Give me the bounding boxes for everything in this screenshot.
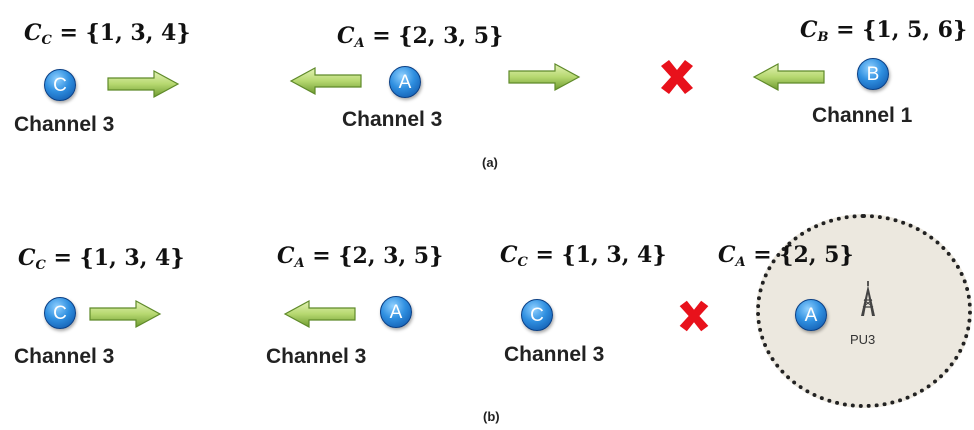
caption-a: (a) — [482, 155, 498, 170]
set-values: = {2, 5} — [745, 242, 854, 268]
node-a: A — [380, 296, 412, 328]
channel-label-c: Channel 3 — [504, 343, 605, 366]
set-symbol: C — [337, 23, 355, 49]
set-subscript: B — [817, 30, 829, 45]
node-a: A — [389, 66, 421, 98]
set-values: = {2, 3, 5} — [364, 23, 504, 49]
channel-label-a: Channel 3 — [342, 108, 443, 131]
set-subscript: C — [41, 33, 52, 48]
channel-set-cc: CC = {1, 3, 4} — [500, 244, 666, 269]
set-symbol: C — [800, 17, 818, 43]
channel-set-cb: CB = {1, 5, 6} — [800, 19, 967, 44]
node-c: C — [44, 69, 76, 101]
set-subscript: C — [35, 258, 46, 273]
arrow-right-icon — [107, 69, 180, 99]
red-x-icon — [661, 60, 693, 94]
node-letter: B — [866, 63, 880, 85]
arrow-right-icon — [89, 299, 162, 329]
channel-set-ca: CA = {2, 5} — [718, 244, 854, 269]
channel-set-ca: CA = {2, 3, 5} — [337, 25, 503, 50]
node-letter: C — [530, 304, 544, 326]
channel-label-c: Channel 3 — [14, 113, 115, 136]
set-symbol: C — [718, 242, 736, 268]
set-subscript: A — [735, 255, 746, 270]
set-subscript: A — [294, 256, 305, 271]
node-c: C — [44, 297, 76, 329]
channel-label-b: Channel 1 — [812, 104, 913, 127]
set-symbol: C — [500, 242, 518, 268]
arrow-left-icon — [752, 62, 825, 92]
set-subscript: C — [517, 255, 528, 270]
set-values: = {2, 3, 5} — [304, 243, 444, 269]
arrow-left-icon — [283, 299, 356, 329]
channel-set-cc: CC = {1, 3, 4} — [18, 247, 184, 272]
red-x-icon — [679, 300, 709, 332]
arrow-right-icon — [508, 62, 581, 92]
set-values: = {1, 3, 4} — [51, 20, 191, 46]
node-a: A — [795, 299, 827, 331]
node-letter: C — [53, 302, 67, 324]
node-letter: A — [804, 304, 818, 326]
node-b: B — [857, 58, 889, 90]
node-letter: A — [398, 71, 412, 93]
set-subscript: A — [354, 36, 365, 51]
set-values: = {1, 3, 4} — [527, 242, 667, 268]
channel-set-cc: CC = {1, 3, 4} — [24, 22, 190, 47]
set-values: = {1, 5, 6} — [828, 17, 968, 43]
set-symbol: C — [277, 243, 295, 269]
node-c: C — [521, 299, 553, 331]
node-letter: A — [389, 301, 403, 323]
arrow-left-icon — [289, 66, 362, 96]
caption-b: (b) — [483, 409, 500, 424]
node-letter: C — [53, 74, 67, 96]
set-symbol: C — [18, 245, 36, 271]
pu-label: PU3 — [850, 332, 876, 347]
channel-set-ca: CA = {2, 3, 5} — [277, 245, 443, 270]
set-values: = {1, 3, 4} — [45, 245, 185, 271]
channel-label-c: Channel 3 — [14, 345, 115, 368]
antenna-tower-icon — [861, 281, 875, 316]
set-symbol: C — [24, 20, 42, 46]
channel-label-a: Channel 3 — [266, 345, 367, 368]
